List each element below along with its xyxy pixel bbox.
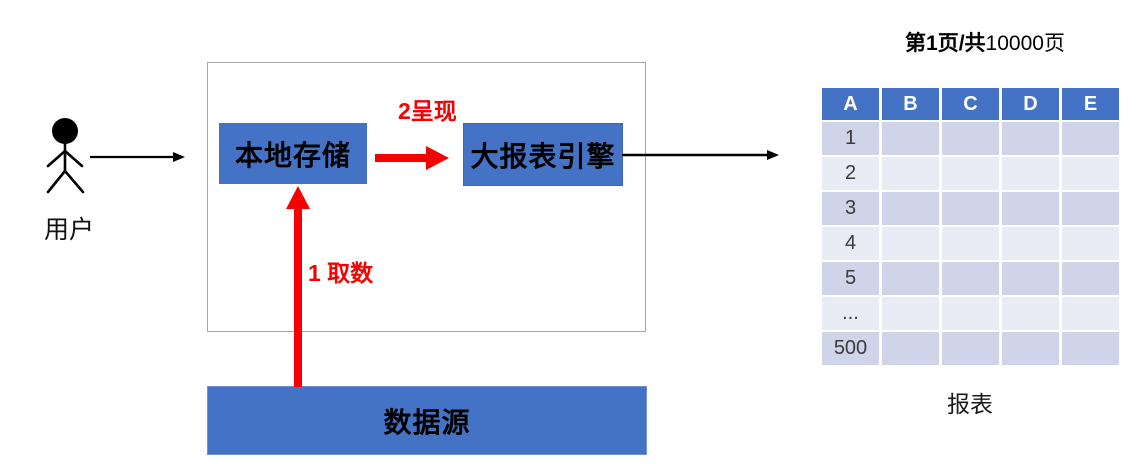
table-header-cell: E <box>1062 88 1119 120</box>
table-row: 4 <box>822 227 1119 260</box>
report-engine-label: 大报表引擎 <box>470 140 616 172</box>
table-row: 3 <box>822 192 1119 225</box>
data-source-node: 数据源 <box>207 386 647 455</box>
empty-cell <box>882 332 939 365</box>
user-figure-icon <box>46 118 85 194</box>
empty-cell <box>1002 157 1059 190</box>
table-header-cell: B <box>882 88 939 120</box>
local-storage-label: 本地存储 <box>234 139 351 171</box>
row-number-cell: 2 <box>822 157 879 190</box>
empty-cell <box>882 227 939 260</box>
table-row: 2 <box>822 157 1119 190</box>
page-indicator-bold-part: 第1页/共 <box>905 32 986 55</box>
report-engine-node: 大报表引擎 <box>463 123 623 186</box>
empty-cell <box>942 332 999 365</box>
step-present-label: 2呈现 <box>398 98 457 124</box>
table-header-cell: C <box>942 88 999 120</box>
processing-container-box <box>207 62 646 332</box>
row-number-cell: 4 <box>822 227 879 260</box>
local-storage-node: 本地存储 <box>219 123 367 184</box>
table-row: 5 <box>822 262 1119 295</box>
table-header-cell: D <box>1002 88 1059 120</box>
empty-cell <box>1062 227 1119 260</box>
user-label: 用户 <box>43 216 94 244</box>
empty-cell <box>1062 332 1119 365</box>
empty-cell <box>882 297 939 330</box>
empty-cell <box>1062 192 1119 225</box>
empty-cell <box>942 122 999 155</box>
row-number-cell: 1 <box>822 122 879 155</box>
table-row: ... <box>822 297 1119 330</box>
empty-cell <box>1002 122 1059 155</box>
empty-cell <box>1062 122 1119 155</box>
empty-cell <box>942 297 999 330</box>
row-number-cell: ... <box>822 297 879 330</box>
report-caption: 报表 <box>947 391 993 417</box>
empty-cell <box>942 192 999 225</box>
empty-cell <box>882 192 939 225</box>
empty-cell <box>1062 157 1119 190</box>
data-source-label: 数据源 <box>383 406 471 438</box>
table-header-cell: A <box>822 88 879 120</box>
empty-cell <box>1002 332 1059 365</box>
empty-cell <box>1002 262 1059 295</box>
empty-cell <box>1002 297 1059 330</box>
empty-cell <box>882 122 939 155</box>
row-number-cell: 3 <box>822 192 879 225</box>
empty-cell <box>1062 297 1119 330</box>
empty-cell <box>1002 192 1059 225</box>
empty-cell <box>882 262 939 295</box>
page-indicator-regular-part: 10000页 <box>985 32 1065 55</box>
empty-cell <box>942 157 999 190</box>
page-indicator: 第1页/共10000页 <box>860 27 1110 57</box>
step-fetch-label: 1 取数 <box>308 260 374 286</box>
empty-cell <box>1002 227 1059 260</box>
empty-cell <box>882 157 939 190</box>
row-number-cell: 5 <box>822 262 879 295</box>
row-number-cell: 500 <box>822 332 879 365</box>
empty-cell <box>1062 262 1119 295</box>
empty-cell <box>942 227 999 260</box>
table-row: 500 <box>822 332 1119 365</box>
empty-cell <box>942 262 999 295</box>
table-row: 1 <box>822 122 1119 155</box>
